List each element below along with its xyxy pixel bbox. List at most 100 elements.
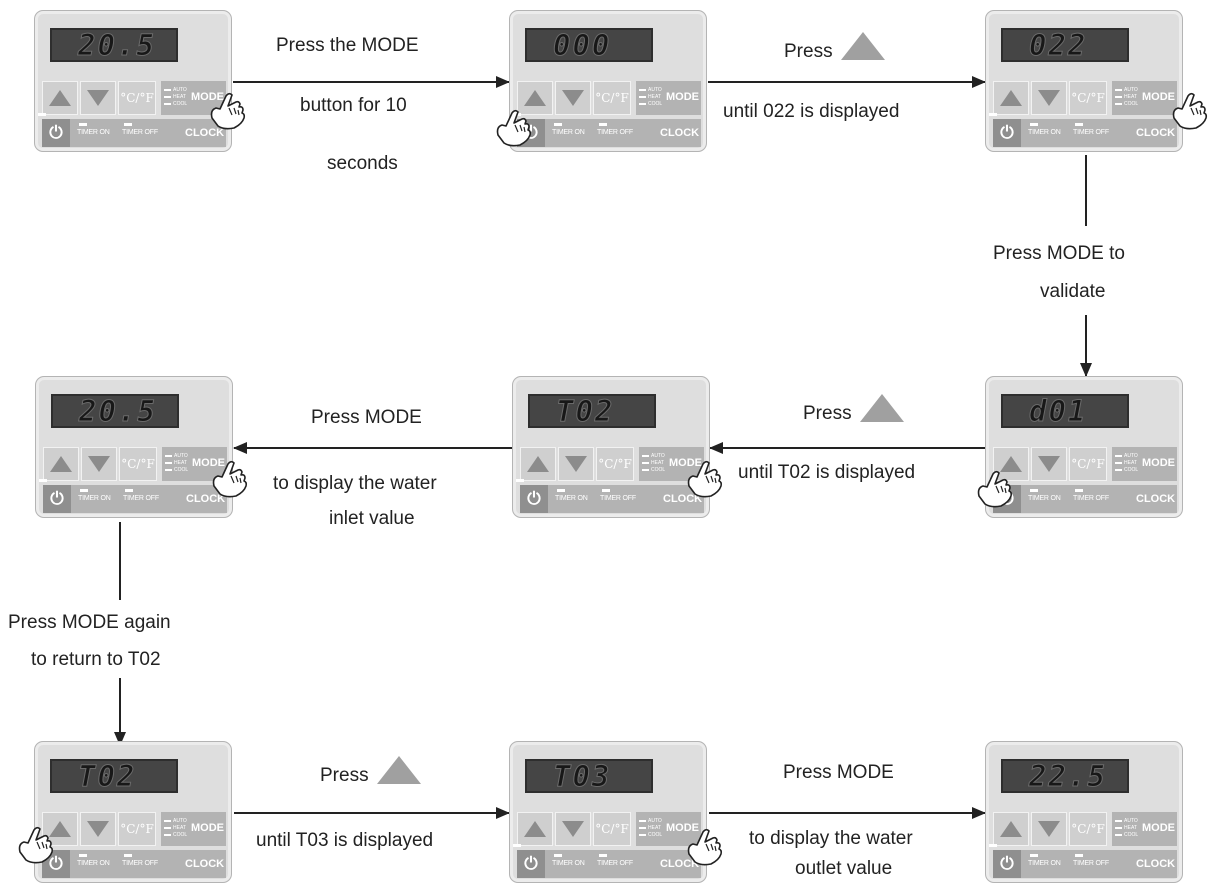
label-step2-press: Press [784,32,885,63]
unit-toggle-button[interactable]: °C/°F [596,447,634,481]
hand-pointer-icon [683,824,727,868]
timer-on-button[interactable]: TIMER ON [555,489,588,502]
unit-toggle-button[interactable]: °C/°F [119,447,157,481]
up-button[interactable] [993,81,1029,115]
label-step1-line2: button for 10 [300,95,407,116]
up-arrow-icon [1000,90,1022,106]
timer-on-button[interactable]: TIMER ON [1028,123,1061,136]
controller-panel-8: T03 °C/°F AUTO HEAT COOL MODE ⏻ TIMER ON… [509,741,707,883]
up-button[interactable] [517,812,553,846]
controller-panel-5: T02 °C/°F AUTO HEAT COOL MODE ⏻ TIMER ON… [512,376,710,518]
timer-on-button[interactable]: TIMER ON [78,489,111,502]
down-button[interactable] [558,447,594,481]
timer-on-button[interactable]: TIMER ON [77,123,110,136]
mode-button[interactable]: AUTO HEAT COOL MODE [1112,812,1177,846]
label-step2-line2: until 022 is displayed [723,101,900,122]
clock-button[interactable]: CLOCK [186,493,226,505]
power-led [513,844,521,847]
down-button[interactable] [80,81,116,115]
up-button[interactable] [993,812,1029,846]
label-step6-line1: Press MODE again [8,612,171,633]
clock-button[interactable]: CLOCK [1136,493,1176,505]
timer-on-button[interactable]: TIMER ON [1028,489,1061,502]
lcd-value: d01 [1028,394,1088,428]
up-button[interactable] [43,447,79,481]
clock-button[interactable]: CLOCK [1136,127,1176,139]
mode-button[interactable]: AUTO HEAT COOL MODE [1112,447,1177,481]
lcd-display: 22.5 [1001,759,1129,793]
down-button[interactable] [555,812,591,846]
up-button[interactable] [42,81,78,115]
lcd-value: 20.5 [79,394,157,428]
mode-button[interactable]: AUTO HEAT COOL MODE [162,447,227,481]
timer-on-button[interactable]: TIMER ON [77,854,110,867]
mode-label: MODE [192,457,225,469]
timer-off-button[interactable]: TIMER OFF [1073,489,1109,502]
unit-toggle-button[interactable]: °C/°F [118,812,156,846]
timer-off-button[interactable]: TIMER OFF [122,854,158,867]
unit-toggle-button[interactable]: °C/°F [1069,447,1107,481]
up-arrow-icon [1000,456,1022,472]
clock-button[interactable]: CLOCK [1136,858,1176,870]
down-button[interactable] [555,81,591,115]
timer-off-button[interactable]: TIMER OFF [123,489,159,502]
mode-button[interactable]: AUTO HEAT COOL MODE [1112,81,1177,115]
clock-button[interactable]: CLOCK [660,858,700,870]
lcd-value: 000 [552,28,612,62]
down-arrow-icon [565,456,587,472]
timer-on-button[interactable]: TIMER ON [552,123,585,136]
mode-option-heat: HEAT [642,460,665,467]
up-button[interactable] [517,81,553,115]
clock-button[interactable]: CLOCK [185,127,225,139]
power-button[interactable]: ⏻ [516,479,548,513]
mode-option-auto: AUTO [639,87,662,94]
timer-off-button[interactable]: TIMER OFF [597,123,633,136]
mode-button[interactable]: AUTO HEAT COOL MODE [636,812,701,846]
power-button[interactable]: ⏻ [989,844,1021,878]
timer-off-button[interactable]: TIMER OFF [1073,123,1109,136]
mode-options: AUTO HEAT COOL [642,453,665,474]
unit-toggle-button[interactable]: °C/°F [1069,81,1107,115]
clock-button[interactable]: CLOCK [185,858,225,870]
up-triangle-icon [376,756,421,784]
mode-options: AUTO HEAT COOL [639,87,662,108]
down-button[interactable] [1031,447,1067,481]
mode-button[interactable]: AUTO HEAT COOL MODE [636,81,701,115]
lcd-display: T02 [50,759,178,793]
down-button[interactable] [1031,812,1067,846]
unit-toggle-button[interactable]: °C/°F [118,81,156,115]
mode-label: MODE [666,822,699,834]
power-button[interactable]: ⏻ [989,113,1021,147]
label-step5-line2: to display the water [273,473,437,494]
unit-toggle-button[interactable]: °C/°F [593,812,631,846]
unit-toggle-button[interactable]: °C/°F [1069,812,1107,846]
mode-button[interactable]: AUTO HEAT COOL MODE [161,812,226,846]
down-button[interactable] [81,447,117,481]
timer-on-button[interactable]: TIMER ON [552,854,585,867]
timer-off-button[interactable]: TIMER OFF [597,854,633,867]
power-button[interactable]: ⏻ [513,844,545,878]
up-arrow-icon [524,821,546,837]
controller-panel-6: 20.5 °C/°F AUTO HEAT COOL MODE ⏻ TIMER O… [35,376,233,518]
label-step3-line2: validate [1040,281,1106,302]
mode-label: MODE [1142,822,1175,834]
clock-button[interactable]: CLOCK [660,127,700,139]
mode-option-cool: COOL [1115,101,1138,108]
unit-toggle-button[interactable]: °C/°F [593,81,631,115]
power-button[interactable]: ⏻ [38,113,70,147]
mode-option-heat: HEAT [1115,94,1138,101]
timer-on-button[interactable]: TIMER ON [1028,854,1061,867]
down-button[interactable] [1031,81,1067,115]
hand-pointer-icon [14,822,58,866]
unit-toggle-label: °C/°F [1071,822,1105,836]
clock-button[interactable]: CLOCK [663,493,703,505]
power-button[interactable]: ⏻ [39,479,71,513]
timer-off-button[interactable]: TIMER OFF [600,489,636,502]
timer-off-button[interactable]: TIMER OFF [1073,854,1109,867]
mode-option-heat: HEAT [164,94,187,101]
label-step1-line1: Press the MODE [276,35,419,56]
mode-label: MODE [191,822,224,834]
up-button[interactable] [520,447,556,481]
timer-off-button[interactable]: TIMER OFF [122,123,158,136]
down-button[interactable] [80,812,116,846]
